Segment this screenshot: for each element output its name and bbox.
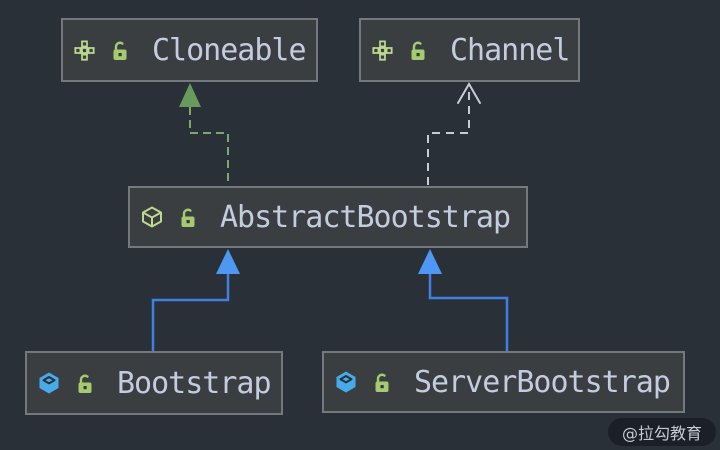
- class-icon: [39, 372, 59, 394]
- lock-icon: [78, 374, 92, 393]
- interface-icon: [372, 39, 393, 61]
- edge-abstractbootstrap-implements-cloneable: [179, 83, 229, 186]
- filled-triangle-arrowhead-icon: [216, 249, 240, 274]
- filled-triangle-arrowhead-icon: [418, 249, 442, 274]
- class-name-label: Channel: [450, 32, 570, 68]
- watermark-label: @拉勾教育: [621, 424, 702, 443]
- filled-triangle-arrowhead-icon: [179, 83, 201, 107]
- edge-abstractbootstrap-implements-channel: [427, 82, 481, 186]
- class-node-serverbootstrap[interactable]: ServerBootstrap: [322, 351, 685, 413]
- edge-bootstrap-extends-abstractbootstrap: [151, 249, 240, 351]
- class-name-label: Bootstrap: [117, 365, 272, 401]
- edge-serverbootstrap-extends-abstractbootstrap: [418, 249, 509, 351]
- class-node-channel[interactable]: Channel: [359, 18, 580, 82]
- class-name-label: Cloneable: [152, 32, 307, 68]
- lock-icon: [181, 208, 195, 227]
- class-name-label: AbstractBootstrap: [220, 199, 511, 235]
- lock-icon: [375, 373, 389, 392]
- class-name-label: ServerBootstrap: [414, 364, 671, 400]
- open-chevron-arrowhead-icon: [457, 82, 481, 104]
- lock-icon: [411, 41, 425, 60]
- class-node-abstractbootstrap[interactable]: AbstractBootstrap: [128, 186, 528, 248]
- watermark-badge: @拉勾教育: [608, 418, 716, 446]
- class-icon: [336, 371, 356, 393]
- class-node-cloneable[interactable]: Cloneable: [61, 18, 318, 82]
- lock-icon: [113, 41, 127, 60]
- class-node-bootstrap[interactable]: Bootstrap: [25, 351, 283, 415]
- abstract-class-icon: [142, 206, 162, 228]
- interface-icon: [74, 39, 95, 61]
